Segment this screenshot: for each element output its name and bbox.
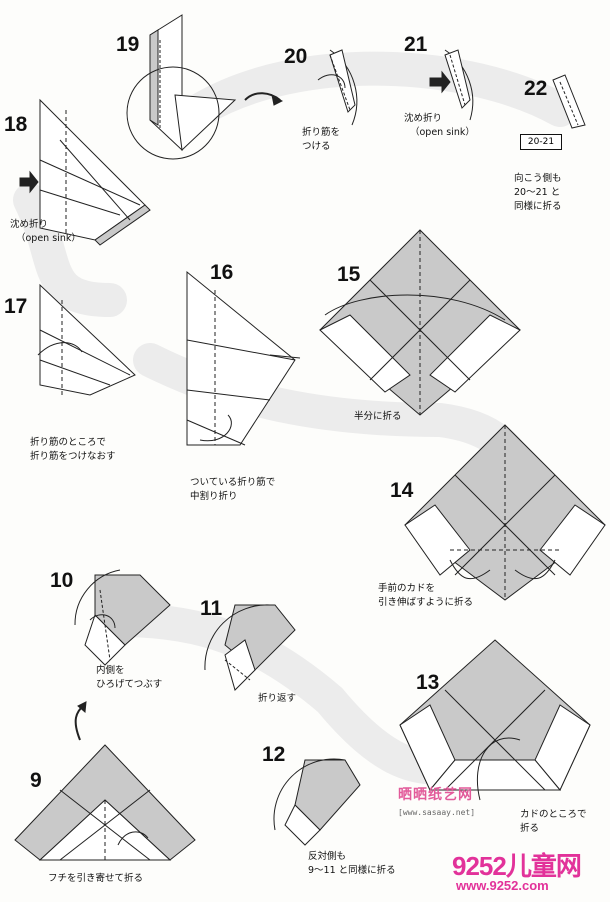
caption-step16: ついている折り筋で中割り折り [190,477,276,502]
watermark-site: 9252儿童网 [452,851,582,881]
step-number-13: 13 [416,671,440,694]
caption-step14: 手前のカドを引き伸ばすように折る [378,583,474,608]
step9-figure [14,744,196,861]
caption-step18: 沈め折り（open sink） [10,219,81,244]
watermark-site-url: www.9252.com [456,878,549,893]
caption-step21: 沈め折り（open sink） [404,113,475,138]
step21-figure [429,49,474,121]
step22-figure [552,74,586,129]
step-number-18: 18 [4,113,28,136]
step-number-22: 22 [524,77,548,100]
step-number-15: 15 [337,263,361,286]
step11-figure [204,604,296,691]
step15-figure [319,229,521,416]
step20-figure [317,49,358,126]
step-number-21: 21 [404,33,428,56]
caption-step13: カドのところで折る [520,809,587,834]
step10-figure [74,569,171,666]
step-number-12: 12 [262,743,286,766]
step17-figure [37,283,136,396]
step-number-14: 14 [390,479,414,502]
step-number-11: 11 [200,597,223,620]
step18-figure [19,98,151,246]
flow-band [13,183,127,317]
step-number-16: 16 [210,261,234,284]
caption-step20: 折り筋をつける [302,127,341,152]
flow-band [183,51,577,127]
step-number-19: 19 [116,33,140,56]
step-number-17: 17 [4,295,28,318]
step-number-10: 10 [50,569,74,592]
step-number-20: 20 [284,45,308,68]
caption-step10: 内側をひろげてつぶす [96,665,163,690]
step14-figure [404,424,606,601]
step-number-9: 9 [30,769,42,792]
step16-figure [186,270,301,446]
caption-step11: 折り返す [258,693,297,704]
step12-figure [273,758,361,846]
caption-step9: フチを引き寄せて折る [48,873,144,884]
watermark-brand: 晒晒纸艺网 [398,787,473,803]
caption-step17: 折り筋のところで折り筋をつけなおす [30,437,116,462]
step13-figure [399,639,591,801]
watermark-url: [www.sasaay.net] [398,808,476,817]
step-reference-box: 20-21 [520,134,562,150]
step19-figure [126,14,237,160]
caption-step15: 半分に折る [354,411,402,422]
